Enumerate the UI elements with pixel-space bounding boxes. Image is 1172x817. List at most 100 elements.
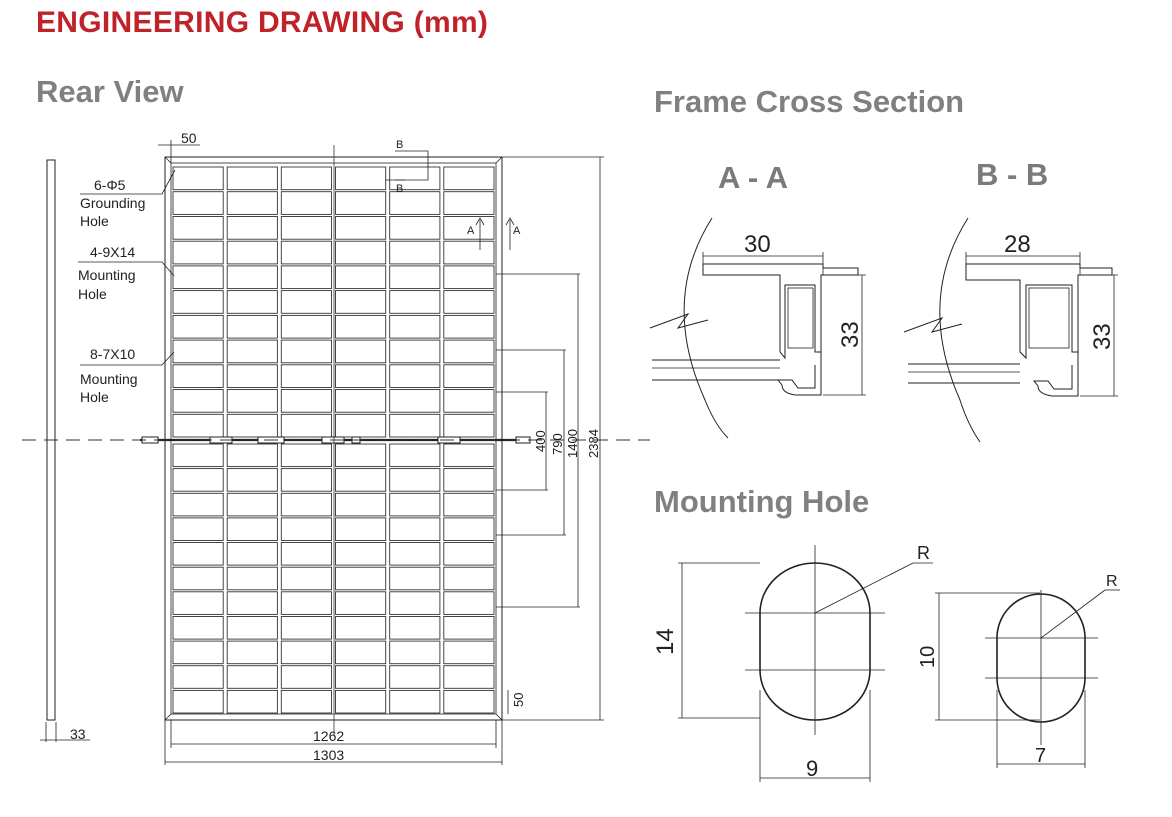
marker-a-left: A bbox=[467, 225, 475, 237]
solar-cell bbox=[280, 240, 332, 265]
solar-cell bbox=[172, 216, 224, 240]
solar-cell bbox=[335, 290, 387, 314]
solar-cell bbox=[226, 290, 278, 314]
solar-cell bbox=[280, 290, 332, 314]
mounting-hole-a-label-1: Mounting bbox=[78, 267, 136, 283]
solar-cell bbox=[443, 665, 495, 689]
solar-cell bbox=[335, 240, 387, 265]
solar-cell bbox=[280, 314, 332, 339]
solar-cell bbox=[172, 640, 224, 665]
solar-cell bbox=[226, 240, 278, 265]
solar-cell bbox=[389, 413, 441, 438]
solar-cell bbox=[226, 364, 278, 388]
solar-cell bbox=[389, 216, 441, 240]
solar-cell bbox=[226, 413, 278, 438]
solar-cell bbox=[172, 566, 224, 591]
solar-cell bbox=[389, 640, 441, 665]
solar-cell bbox=[226, 566, 278, 591]
dim-outer-width: 1303 bbox=[313, 747, 344, 763]
solar-cell bbox=[389, 389, 441, 413]
solar-cell bbox=[389, 542, 441, 566]
solar-cell bbox=[389, 191, 441, 215]
marker-a-right: A bbox=[513, 225, 521, 237]
solar-cell bbox=[389, 492, 441, 517]
solar-cell bbox=[280, 389, 332, 413]
dim-400: 400 bbox=[533, 430, 548, 452]
solar-cell bbox=[280, 339, 332, 364]
aa-height-dim: 33 bbox=[837, 321, 864, 348]
grounding-hole-count: 6-Φ5 bbox=[94, 177, 126, 193]
solar-cell bbox=[443, 640, 495, 665]
solar-cell bbox=[172, 389, 224, 413]
solar-cell bbox=[389, 616, 441, 640]
panel-frame bbox=[164, 156, 503, 721]
solar-cell bbox=[335, 665, 387, 689]
dim-thickness: 33 bbox=[70, 726, 86, 742]
solar-cell bbox=[389, 591, 441, 615]
solar-cell bbox=[443, 542, 495, 566]
solar-cell bbox=[389, 665, 441, 689]
large-hole-radius: R bbox=[917, 543, 930, 563]
solar-cell bbox=[389, 443, 441, 468]
small-hole-height: 10 bbox=[917, 646, 939, 668]
small-hole-radius: R bbox=[1106, 573, 1118, 590]
section-bb-label: B - B bbox=[976, 157, 1049, 192]
solar-cell bbox=[335, 616, 387, 640]
solar-cell bbox=[226, 265, 278, 290]
grounding-hole-label-2: Hole bbox=[80, 213, 109, 229]
solar-cell bbox=[226, 191, 278, 215]
solar-cell bbox=[443, 314, 495, 339]
solar-cell bbox=[172, 591, 224, 615]
solar-cell bbox=[172, 689, 224, 714]
grounding-hole-label-1: Grounding bbox=[80, 195, 145, 211]
solar-cell bbox=[226, 389, 278, 413]
solar-cell bbox=[335, 443, 387, 468]
solar-cell bbox=[226, 517, 278, 541]
solar-cell bbox=[226, 640, 278, 665]
solar-cell bbox=[280, 689, 332, 714]
solar-cell bbox=[335, 314, 387, 339]
solar-cell bbox=[280, 517, 332, 541]
solar-cell bbox=[443, 216, 495, 240]
solar-cell bbox=[280, 665, 332, 689]
solar-cell bbox=[443, 364, 495, 388]
cross-section-aa: 30 33 bbox=[649, 217, 866, 439]
solar-cell bbox=[172, 314, 224, 339]
solar-cell bbox=[172, 665, 224, 689]
solar-cell bbox=[443, 265, 495, 290]
solar-cell bbox=[226, 216, 278, 240]
solar-cell bbox=[335, 166, 387, 191]
solar-cell bbox=[335, 339, 387, 364]
solar-cell bbox=[280, 166, 332, 191]
solar-cell bbox=[443, 240, 495, 265]
solar-cell bbox=[226, 542, 278, 566]
solar-cell bbox=[389, 166, 441, 191]
rear-view-heading: Rear View bbox=[36, 74, 184, 109]
solar-cell bbox=[172, 166, 224, 191]
solar-cell bbox=[280, 542, 332, 566]
page-title: ENGINEERING DRAWING (mm) bbox=[36, 6, 489, 39]
solar-cell bbox=[172, 616, 224, 640]
solar-cell-grid bbox=[172, 166, 495, 714]
solar-cell bbox=[172, 290, 224, 314]
solar-cell bbox=[443, 290, 495, 314]
solar-cell bbox=[443, 591, 495, 615]
solar-cell bbox=[443, 166, 495, 191]
solar-cell bbox=[335, 216, 387, 240]
solar-cell bbox=[443, 443, 495, 468]
solar-cell bbox=[335, 413, 387, 438]
dim-1400: 1400 bbox=[565, 429, 580, 458]
aa-width-dim: 30 bbox=[744, 231, 771, 258]
solar-cell bbox=[172, 364, 224, 388]
dim-790: 790 bbox=[550, 433, 565, 455]
solar-cell bbox=[226, 339, 278, 364]
solar-cell bbox=[226, 492, 278, 517]
frame-cross-section-heading: Frame Cross Section bbox=[654, 84, 965, 119]
solar-cell bbox=[335, 364, 387, 388]
solar-cell bbox=[335, 265, 387, 290]
mounting-hole-b-count: 8-7X10 bbox=[90, 346, 135, 362]
solar-cell bbox=[226, 689, 278, 714]
solar-cell bbox=[389, 517, 441, 541]
solar-cell bbox=[443, 339, 495, 364]
